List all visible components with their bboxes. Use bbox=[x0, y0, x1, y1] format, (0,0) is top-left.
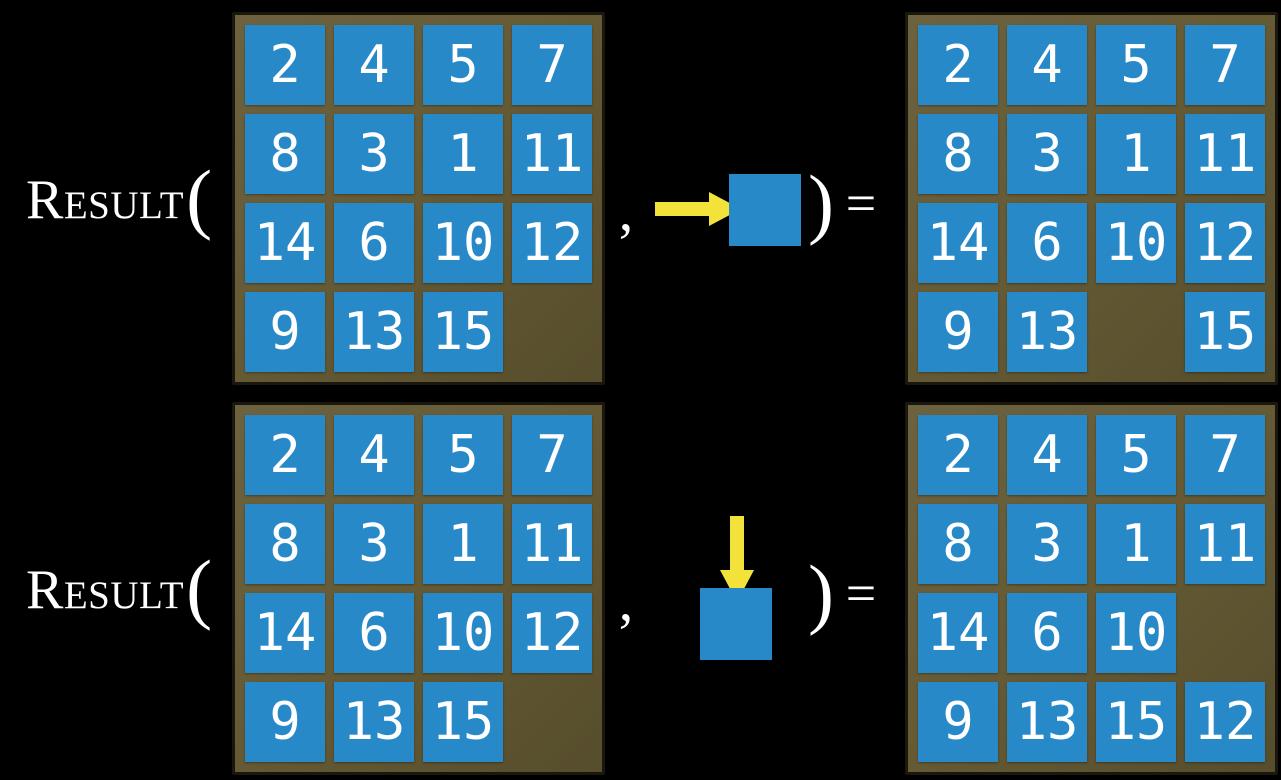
puzzle-tile-8: 8 bbox=[918, 504, 998, 584]
puzzle-tile-4: 4 bbox=[1007, 415, 1087, 495]
puzzle-tile-9: 9 bbox=[918, 292, 998, 372]
puzzle-tile-5: 5 bbox=[423, 415, 503, 495]
right-arrow-icon bbox=[655, 192, 741, 226]
puzzle-tile-10: 10 bbox=[423, 203, 503, 283]
puzzle-tile-11: 11 bbox=[1185, 114, 1265, 194]
puzzle-tile-2: 2 bbox=[918, 415, 998, 495]
puzzle-tile-9: 9 bbox=[245, 682, 325, 762]
open-paren-icon: ( bbox=[186, 154, 213, 241]
puzzle-tile-15: 15 bbox=[423, 292, 503, 372]
open-paren-icon: ( bbox=[186, 544, 213, 631]
puzzle-tile-6: 6 bbox=[1007, 593, 1087, 673]
puzzle-tile-10: 10 bbox=[1096, 593, 1176, 673]
puzzle-tile-2: 2 bbox=[918, 25, 998, 105]
puzzle-tile-14: 14 bbox=[918, 203, 998, 283]
result-word: Result bbox=[26, 559, 185, 621]
puzzle-tile-1: 1 bbox=[423, 114, 503, 194]
puzzle-tile-14: 14 bbox=[918, 593, 998, 673]
puzzle-tile-13: 13 bbox=[334, 682, 414, 762]
moving-tile-1 bbox=[729, 174, 801, 246]
puzzle-tile-5: 5 bbox=[1096, 415, 1176, 495]
puzzle-tile-1: 1 bbox=[1096, 504, 1176, 584]
puzzle-tile-1: 1 bbox=[1096, 114, 1176, 194]
comma-1: , bbox=[618, 177, 634, 243]
puzzle-tile-13: 13 bbox=[1007, 682, 1087, 762]
puzzle-tile-2: 2 bbox=[245, 415, 325, 495]
puzzle-tile-12: 12 bbox=[512, 593, 592, 673]
puzzle-tile-7: 7 bbox=[512, 415, 592, 495]
empty-cell bbox=[1096, 292, 1176, 372]
puzzle-tile-4: 4 bbox=[334, 25, 414, 105]
puzzle-tile-14: 14 bbox=[245, 203, 325, 283]
puzzle-tile-6: 6 bbox=[1007, 203, 1087, 283]
empty-cell bbox=[512, 682, 592, 762]
puzzle-tile-6: 6 bbox=[334, 203, 414, 283]
puzzle-tile-11: 11 bbox=[512, 114, 592, 194]
puzzle-tile-12: 12 bbox=[512, 203, 592, 283]
moving-tile-2 bbox=[700, 588, 772, 660]
puzzle-tile-8: 8 bbox=[918, 114, 998, 194]
puzzle-tile-7: 7 bbox=[1185, 415, 1265, 495]
close-paren-2: ) bbox=[808, 549, 834, 636]
puzzle-tile-15: 15 bbox=[1185, 292, 1265, 372]
puzzle-tile-8: 8 bbox=[245, 114, 325, 194]
result-label-1: Result( bbox=[26, 159, 212, 237]
puzzle-tile-9: 9 bbox=[918, 682, 998, 762]
puzzle-tile-5: 5 bbox=[1096, 25, 1176, 105]
puzzle-tile-11: 11 bbox=[512, 504, 592, 584]
puzzle-tile-5: 5 bbox=[423, 25, 503, 105]
puzzle-tile-12: 12 bbox=[1185, 203, 1265, 283]
puzzle-tile-12: 12 bbox=[1185, 682, 1265, 762]
empty-cell bbox=[512, 292, 592, 372]
comma-2: , bbox=[618, 567, 634, 633]
puzzle-tile-1: 1 bbox=[423, 504, 503, 584]
empty-cell bbox=[1185, 593, 1265, 673]
puzzle-tile-3: 3 bbox=[334, 114, 414, 194]
result-word: Result bbox=[26, 169, 185, 231]
puzzle-tile-13: 13 bbox=[1007, 292, 1087, 372]
puzzle-tile-4: 4 bbox=[334, 415, 414, 495]
puzzle-tile-15: 15 bbox=[1096, 682, 1176, 762]
equals-sign-1: = bbox=[845, 173, 877, 233]
puzzle-tile-3: 3 bbox=[1007, 504, 1087, 584]
puzzle-tile-3: 3 bbox=[1007, 114, 1087, 194]
puzzle-tile-7: 7 bbox=[512, 25, 592, 105]
puzzle-tile-3: 3 bbox=[334, 504, 414, 584]
result-label-2: Result( bbox=[26, 549, 212, 627]
puzzle-tile-13: 13 bbox=[334, 292, 414, 372]
puzzle-tile-4: 4 bbox=[1007, 25, 1087, 105]
puzzle-tile-6: 6 bbox=[334, 593, 414, 673]
puzzle-tile-15: 15 bbox=[423, 682, 503, 762]
down-arrow-icon bbox=[720, 516, 754, 602]
puzzle-tile-9: 9 bbox=[245, 292, 325, 372]
puzzle-tile-2: 2 bbox=[245, 25, 325, 105]
puzzle-tile-8: 8 bbox=[245, 504, 325, 584]
puzzle-tile-11: 11 bbox=[1185, 504, 1265, 584]
puzzle-tile-10: 10 bbox=[423, 593, 503, 673]
close-paren-1: ) bbox=[808, 159, 834, 246]
puzzle-tile-7: 7 bbox=[1185, 25, 1265, 105]
puzzle-tile-14: 14 bbox=[245, 593, 325, 673]
equals-sign-2: = bbox=[845, 563, 877, 623]
puzzle-tile-10: 10 bbox=[1096, 203, 1176, 283]
